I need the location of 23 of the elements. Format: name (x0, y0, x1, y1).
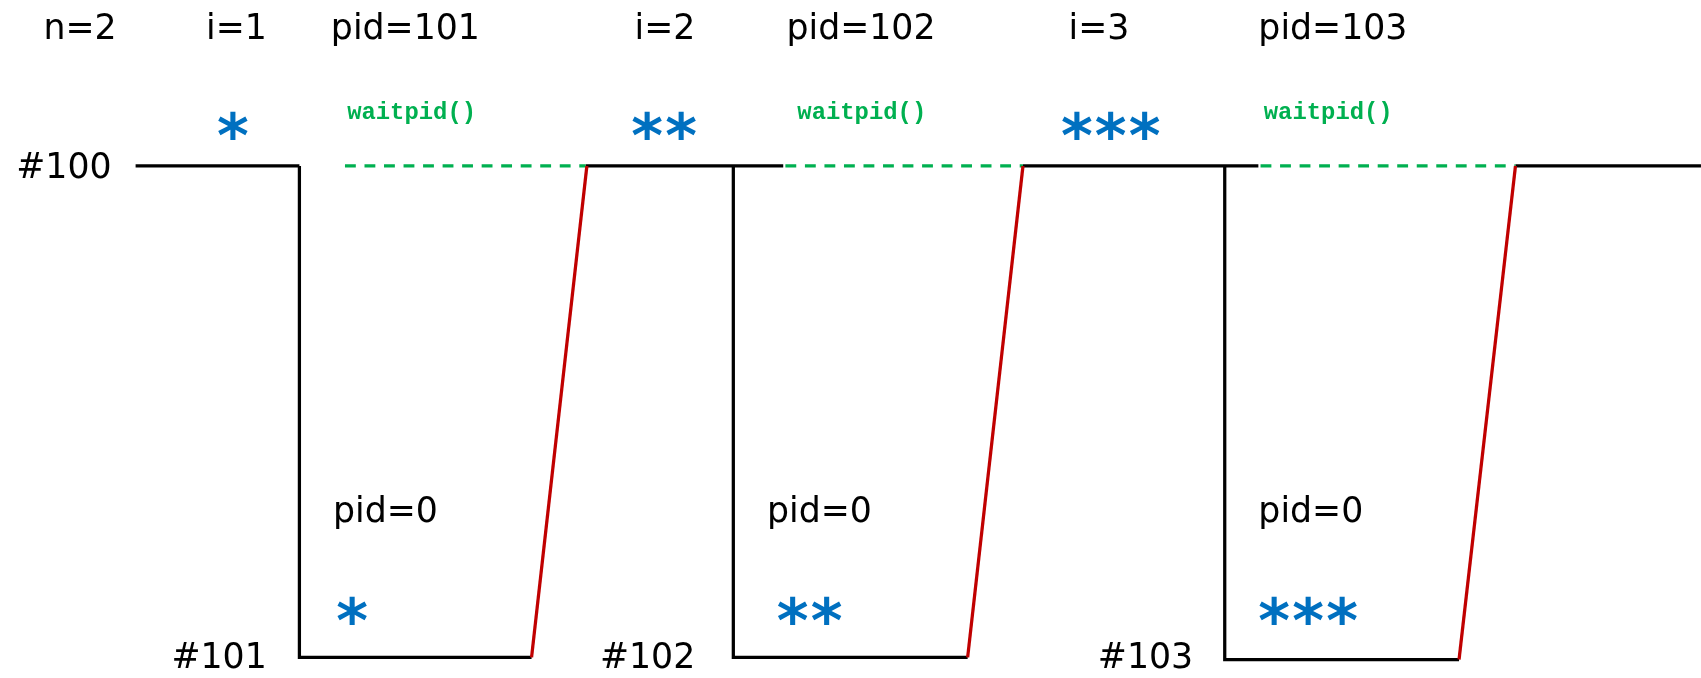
output-mark: *** (1060, 108, 1163, 155)
output-mark: ** (631, 108, 700, 155)
variable-label: i=2 (634, 9, 696, 45)
function-label: waitpid() (797, 101, 927, 126)
variable-label: pid=0 (333, 492, 438, 528)
variable-label: pid=101 (330, 9, 480, 45)
function-label: waitpid() (347, 101, 477, 126)
variable-label: pid=102 (786, 9, 936, 45)
output-mark: *** (1258, 593, 1361, 639)
function-label: waitpid() (1263, 101, 1393, 126)
process-label: #100 (16, 148, 112, 184)
output-mark: * (336, 593, 371, 639)
variable-label: i=3 (1068, 9, 1130, 45)
variable-label: pid=0 (1258, 492, 1364, 528)
variable-label: pid=0 (766, 492, 872, 528)
variable-label: n=2 (43, 9, 117, 45)
process-label: #102 (599, 638, 696, 674)
output-mark: ** (776, 593, 845, 639)
output-mark: * (216, 108, 251, 155)
variable-label: i=1 (206, 9, 267, 45)
process-label: #101 (171, 638, 267, 674)
variable-label: pid=103 (1258, 9, 1408, 45)
process-label: #103 (1097, 638, 1194, 674)
